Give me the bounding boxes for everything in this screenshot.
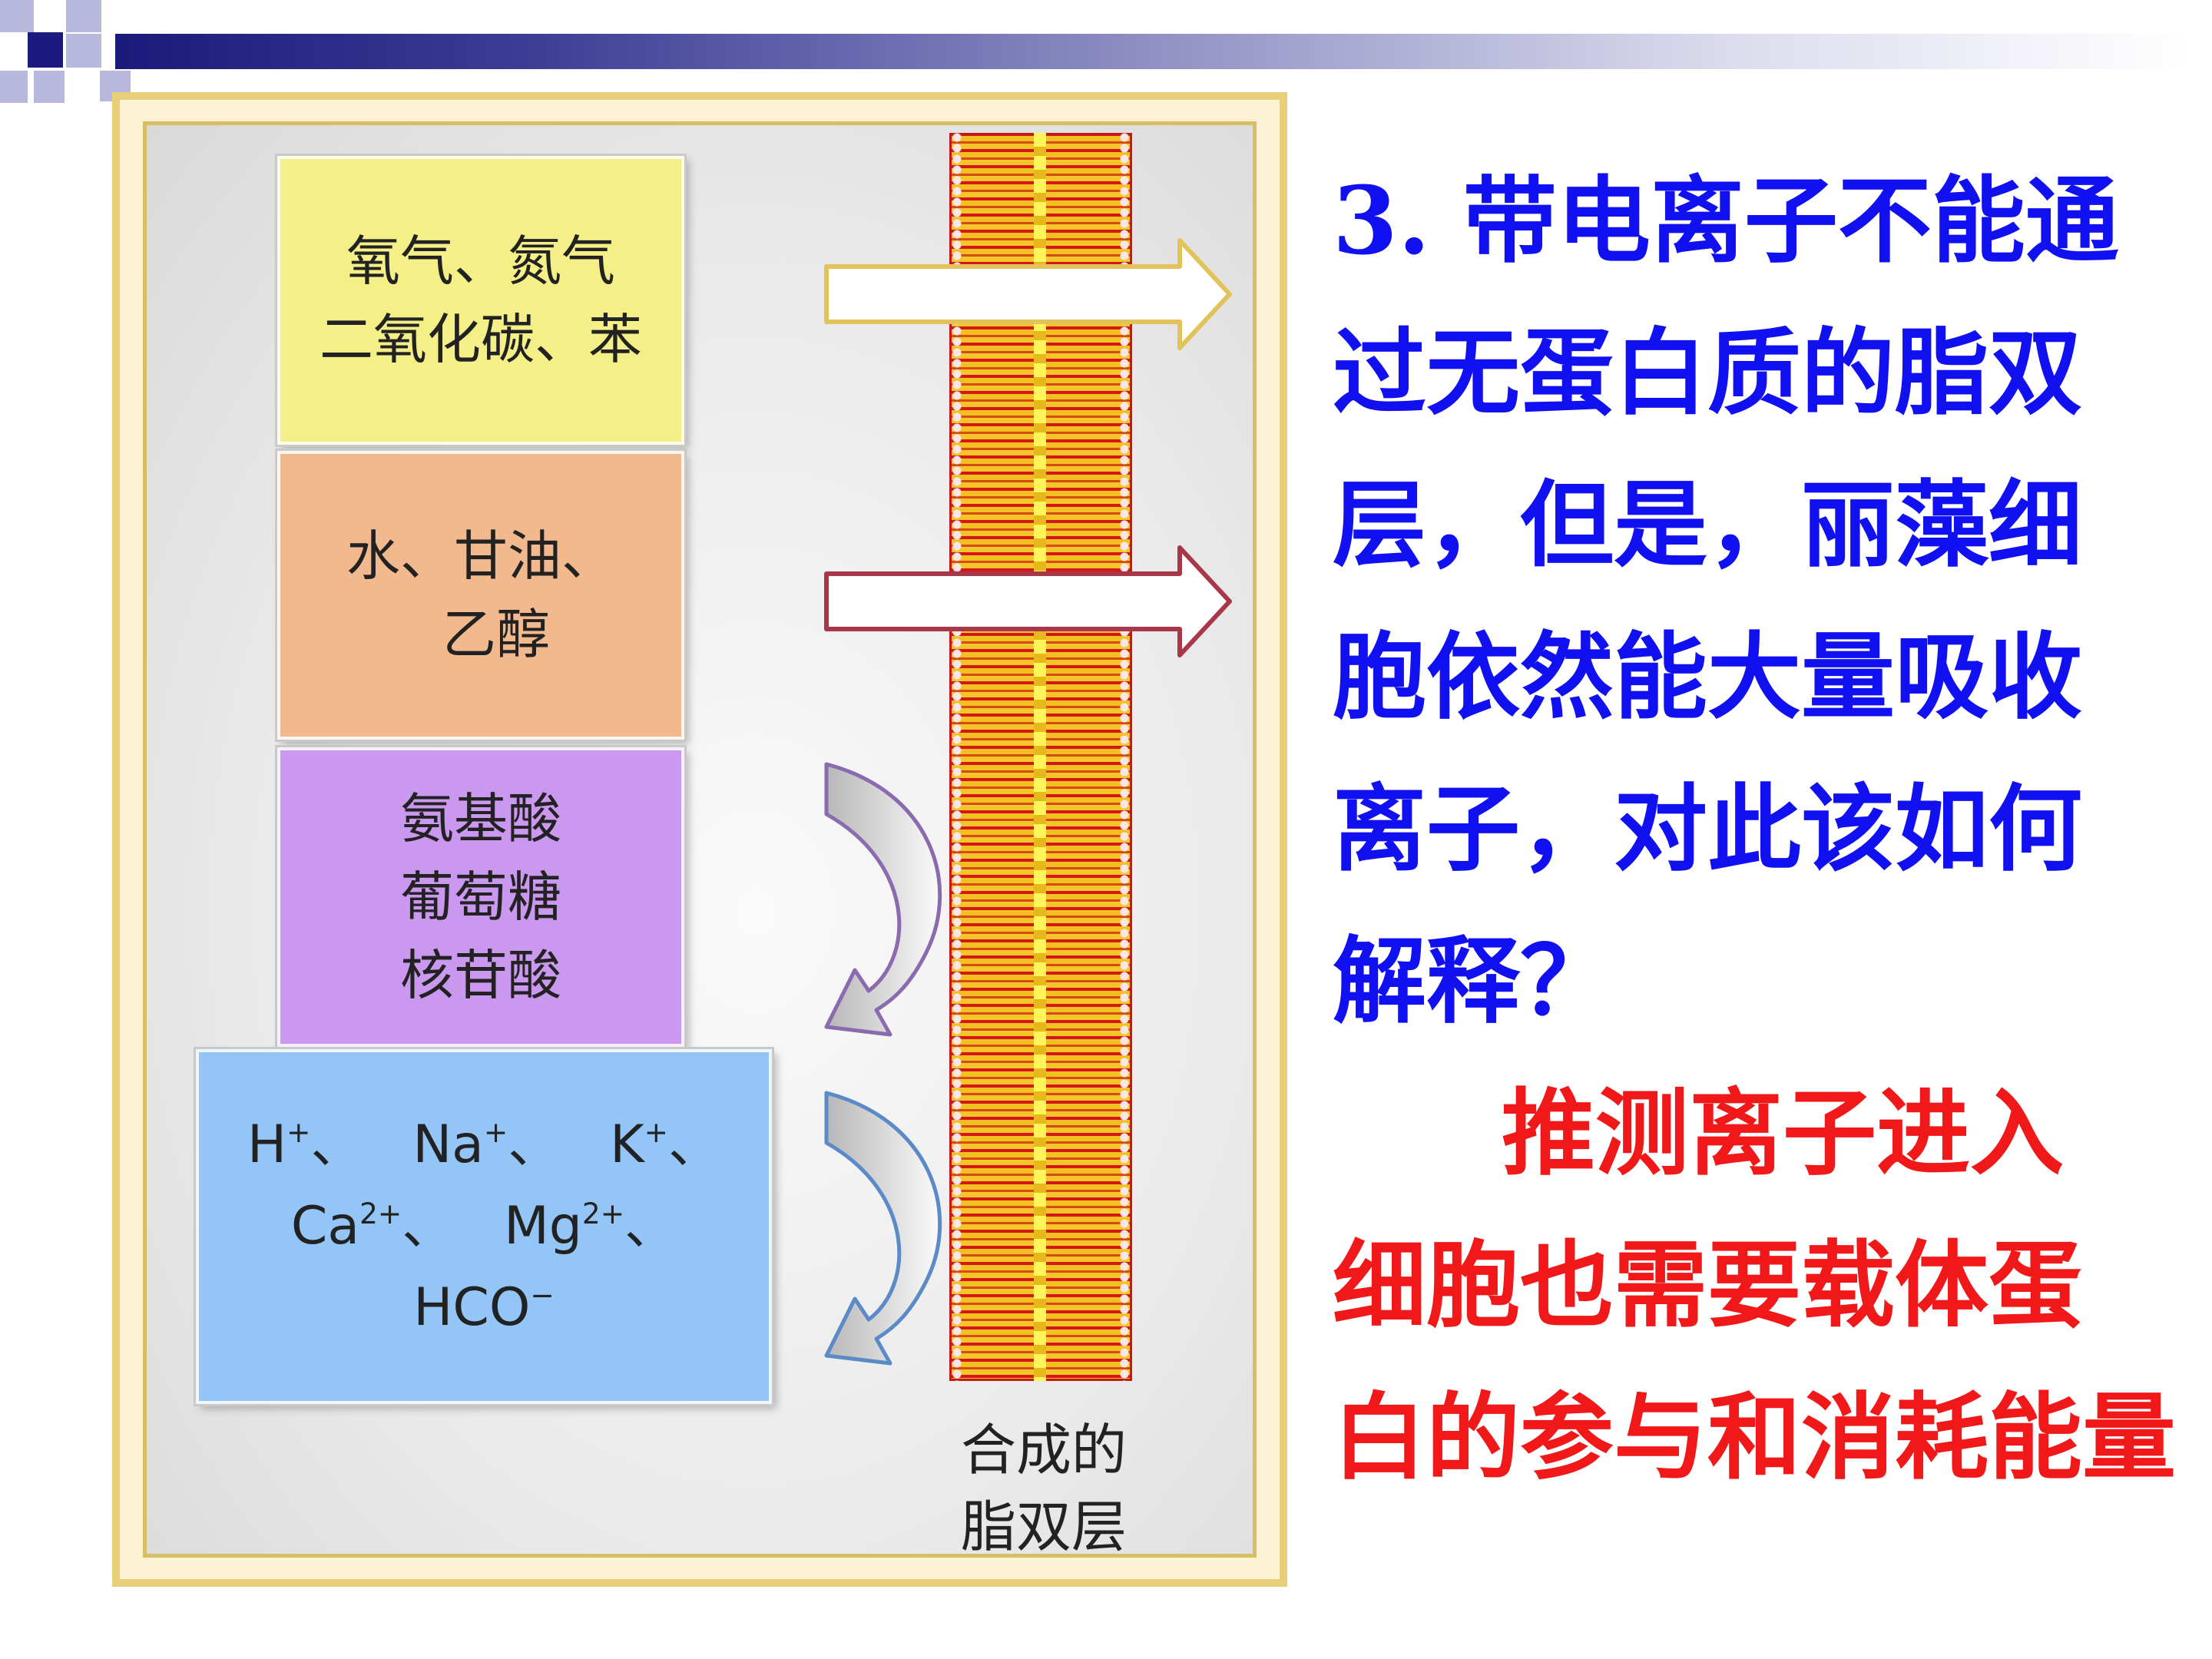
- header-square-light: [34, 71, 65, 103]
- answer-line: 白的参与和消耗能量: [1333, 1382, 2176, 1492]
- box-gases: 氧气、氮气 二氧化碳、苯: [277, 156, 684, 445]
- box-gases-line: 氧气、氮气: [346, 230, 615, 293]
- question-line: 胞依然能大量吸收: [1333, 621, 2082, 732]
- membrane-label-line: 脂双层: [960, 1495, 1127, 1558]
- lipid-bilayer: [949, 133, 1132, 1381]
- ion-separator: 、: [402, 1196, 455, 1257]
- blocked-curved-arrow-icon: [824, 1091, 942, 1366]
- ion-mg-charge: 2+: [581, 1196, 625, 1230]
- pass-through-arrow-icon: [824, 545, 1232, 657]
- box-large-polar: 氨基酸 葡萄糖 核苷酸: [277, 747, 684, 1047]
- ions-line-3: HCO−: [413, 1267, 554, 1349]
- box-small-polar-line: 乙醇: [442, 603, 550, 666]
- figure-frame: 氧气、氮气 二氧化碳、苯 水、甘油、 乙醇 氨基酸 葡萄糖 核苷酸 H+、 Na…: [112, 92, 1287, 1587]
- figure-canvas: 氧气、氮气 二氧化碳、苯 水、甘油、 乙醇 氨基酸 葡萄糖 核苷酸 H+、 Na…: [143, 121, 1257, 1558]
- box-large-polar-line: 葡萄糖: [400, 866, 561, 929]
- answer-text: 推测离子进入 细胞也需要载体蛋 白的参与和消耗能量: [1333, 1057, 2208, 1513]
- ions-line-2: Ca2+、 Mg2+、: [291, 1186, 677, 1267]
- ion-h-charge: +: [286, 1114, 311, 1149]
- header-square-dark: [28, 32, 63, 68]
- box-large-polar-line: 氨基酸: [400, 787, 561, 850]
- box-large-polar-line: 核苷酸: [400, 944, 561, 1007]
- question-line: 解释？: [1333, 926, 1614, 1036]
- header-square-light: [66, 34, 101, 68]
- header-square-light: [66, 0, 101, 32]
- question-line: 层，但是，丽藻细: [1333, 469, 2082, 580]
- question-line: 离子，对此该如何: [1333, 773, 2082, 884]
- ion-ca: Ca: [290, 1196, 360, 1257]
- header-square-light: [0, 71, 28, 103]
- membrane-label-line: 合成的: [960, 1418, 1127, 1482]
- box-ions: H+、 Na+、 K+、 Ca2+、 Mg2+、 HCO−: [196, 1049, 772, 1404]
- ion-hco-charge: −: [530, 1277, 555, 1312]
- question-line: 3. 带电离子不能通: [1333, 165, 2119, 276]
- ion-h: H: [247, 1114, 287, 1175]
- membrane-label: 合成的 脂双层: [944, 1412, 1144, 1558]
- ion-separator: 、: [624, 1196, 677, 1257]
- ion-separator: 、: [668, 1114, 721, 1175]
- arrows-layer: [824, 238, 1232, 1366]
- ion-separator: 、: [310, 1114, 363, 1175]
- header-gradient-bar: [115, 34, 2189, 69]
- blocked-curved-arrow-icon: [824, 762, 942, 1037]
- ion-k: K: [610, 1114, 644, 1175]
- answer-line: 细胞也需要载体蛋: [1333, 1230, 2082, 1340]
- ion-na: Na: [412, 1114, 484, 1175]
- ion-hco: HCO: [413, 1277, 531, 1338]
- pass-through-arrow-icon: [824, 238, 1232, 350]
- header-square-light: [0, 0, 34, 32]
- question-text: 3. 带电离子不能通 过无蛋白质的脂双 层，但是，丽藻细 胞依然能大量吸收 离子…: [1333, 144, 2185, 1057]
- ion-separator: 、: [508, 1114, 561, 1175]
- ion-mg: Mg: [504, 1196, 582, 1257]
- box-gases-line: 二氧化碳、苯: [320, 308, 642, 371]
- question-line: 过无蛋白质的脂双: [1333, 317, 2082, 428]
- ion-na-charge: +: [483, 1114, 508, 1149]
- answer-line: 推测离子进入: [1502, 1078, 2064, 1188]
- box-small-polar-line: 水、甘油、: [346, 525, 615, 588]
- ion-k-charge: +: [644, 1114, 669, 1149]
- ion-ca-charge: 2+: [359, 1196, 402, 1230]
- box-small-polar: 水、甘油、 乙醇: [277, 451, 684, 740]
- ions-line-1: H+、 Na+、 K+、: [247, 1104, 720, 1186]
